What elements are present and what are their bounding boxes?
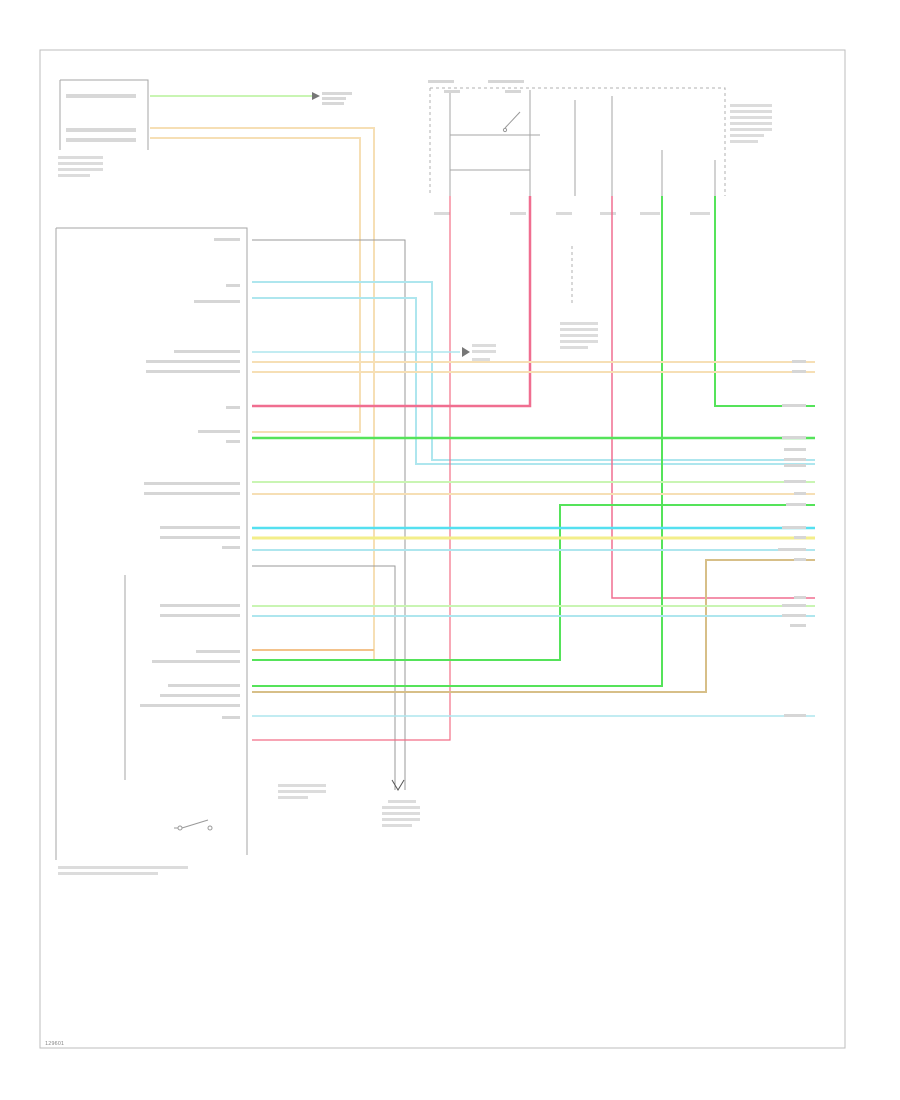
top-left-wires bbox=[150, 92, 375, 661]
electronic-brake-control-module bbox=[55, 227, 248, 875]
vertical-runs bbox=[252, 196, 815, 827]
right-edge-labels bbox=[778, 360, 806, 717]
top-left-module bbox=[58, 79, 149, 177]
pin-name-labels bbox=[140, 238, 240, 719]
relay-block bbox=[428, 80, 772, 215]
ground-device bbox=[560, 246, 598, 349]
horizontal-runs bbox=[252, 344, 815, 717]
page-code: 129601 bbox=[45, 1041, 64, 1047]
page-frame bbox=[39, 49, 846, 1049]
